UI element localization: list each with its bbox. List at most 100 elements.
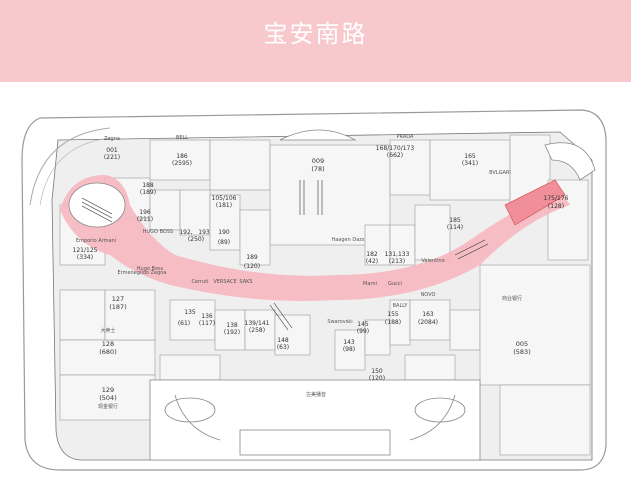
walkway-label-center2: BALLY [393,303,409,309]
unit-192-area: (250) [188,236,204,243]
unit-189-num: 105/106 [212,195,237,202]
unit-186-num: 009 [312,157,324,165]
unit-143-num: 150 [371,368,383,375]
unit-145-num: 143 [343,339,355,346]
unit-138-num: 139/141 [245,320,270,327]
unit-121-area: (334) [77,254,93,261]
walkway-label-mid1: Cerruti [191,279,208,285]
right-stair-wedge [504,179,566,226]
entrance-arc [29,127,111,206]
unit-185-num: 182 [366,251,378,258]
walkway-label-center1: Swarovski [327,319,352,325]
unit-168-num: 165 [464,153,476,160]
unit-182-area: (213) [389,258,405,265]
unit-163-num: 005 [516,340,528,348]
unit-105-brand: BELL [176,135,188,141]
unit-129-area: (504) [99,394,116,402]
escalator-center [299,180,323,215]
unit-190-num: 189 [246,254,258,261]
unit-121-num: 121/125 [73,247,98,254]
unit-155-area: (2084) [418,319,438,326]
unit-191-area: (89) [218,239,230,246]
unit-163-area: (583) [513,348,530,356]
unit-128-num: 128 [102,340,114,348]
unit-150-area: (188) [385,319,401,326]
street-banner: 宝安南路 [0,0,631,82]
unit-191-num: 190 [218,229,230,236]
walkway-labels: Ermenegildo Zegna Cerruti VERSACE SAKS M… [117,258,444,398]
unit-131-area: (61) [178,320,190,327]
unit-155-brand: NOVO [421,292,436,298]
unit-136-area: (192) [224,329,240,336]
unit-196-area: (211) [137,216,153,223]
unit-128-brand: 大卖士 [100,327,115,334]
escalator-lower [269,302,293,331]
unit-121-brand: Emporio Armani [76,238,116,244]
unit-128-area: (680) [99,348,116,356]
unit-148-area: (99) [357,328,369,335]
unit-175-num: 185 [449,217,461,224]
unit-009-area: (662) [387,152,403,159]
walkway-label-mid2: VERSACE [213,279,236,285]
top-rotunda [279,129,357,141]
unit-165-area: (128) [548,203,564,210]
unit-192-num: 192, [179,229,192,236]
unit-138-area: (258) [249,327,265,334]
unit-185-area: (42) [366,258,378,265]
unit-143-area: (120) [369,375,385,382]
unit-188a-area: (189) [140,189,156,196]
bottom-plaza [149,379,481,461]
unit-129-num: 129 [102,386,114,394]
unit-127-num: 127 [112,295,124,303]
unit-139-area: (63) [277,344,289,351]
unit-105-area: (2595) [172,160,192,167]
shop-grid [59,134,591,456]
unit-131-num: 135 [184,309,196,316]
street-name: 宝安南路 [263,20,368,48]
unit-105-num: 186 [176,153,188,160]
unit-009-brand: PRADA [397,134,414,140]
unit-163-brand: 商业银行 [502,295,522,302]
unit-168-area: (341) [462,160,478,167]
unit-135-num: 136 [201,313,213,320]
unit-001-brand: Zegna [104,136,120,142]
walkway-label-right3: Valentino [421,258,444,264]
pink-walkway [60,175,570,301]
walkway-label-right2: Gucci [388,281,402,287]
walkway-label-bottom: 古美播音 [306,391,326,398]
unit-175-area: (114) [447,224,463,231]
unit-186-brand: Haagen Dazs [331,237,364,243]
escalator-right [454,239,489,260]
unit-145-area: (98) [343,346,355,353]
unit-190-area: (120) [244,263,260,270]
unit-189-area: (181) [216,202,232,209]
walkway-label-right1: Marni [363,281,377,287]
unit-labels: 001 (221) Zegna 188 (189) 196 (211) HUGO… [73,134,569,410]
unit-129-brand: 现金银行 [98,403,118,410]
walkway-label-left: Ermenegildo Zegna [117,270,166,276]
unit-165-num: 175/176 [544,195,569,202]
unit-148-num: 145 [357,321,369,328]
unit-155-num: 163 [422,311,434,318]
unit-196-num: 196 [139,209,151,216]
unit-127-area: (187) [109,303,126,311]
walkway-label-mid3: SAKS [239,279,252,285]
unit-136-num: 138 [226,322,238,329]
left-atrium-oval [68,182,126,228]
unit-186-area: (78) [311,165,324,173]
unit-193-num: 193 [198,229,210,236]
unit-135-area: (117) [199,320,215,327]
walkway-label-center3: Hugo Boss [137,266,164,272]
unit-196-brand: HUGO BOSS [143,229,173,235]
unit-150-num: 155 [387,311,399,318]
escalator-left [81,197,113,223]
unit-168-brand: BVLGARI [489,170,511,176]
unit-139-num: 148 [277,337,289,344]
unit-009-num: 168/170/173 [376,145,415,152]
unit-001-num: 001 [106,147,118,154]
unit-188a-num: 188 [142,182,154,189]
unit-182-num: 131,133 [385,251,410,258]
unit-001-area: (221) [104,154,120,161]
